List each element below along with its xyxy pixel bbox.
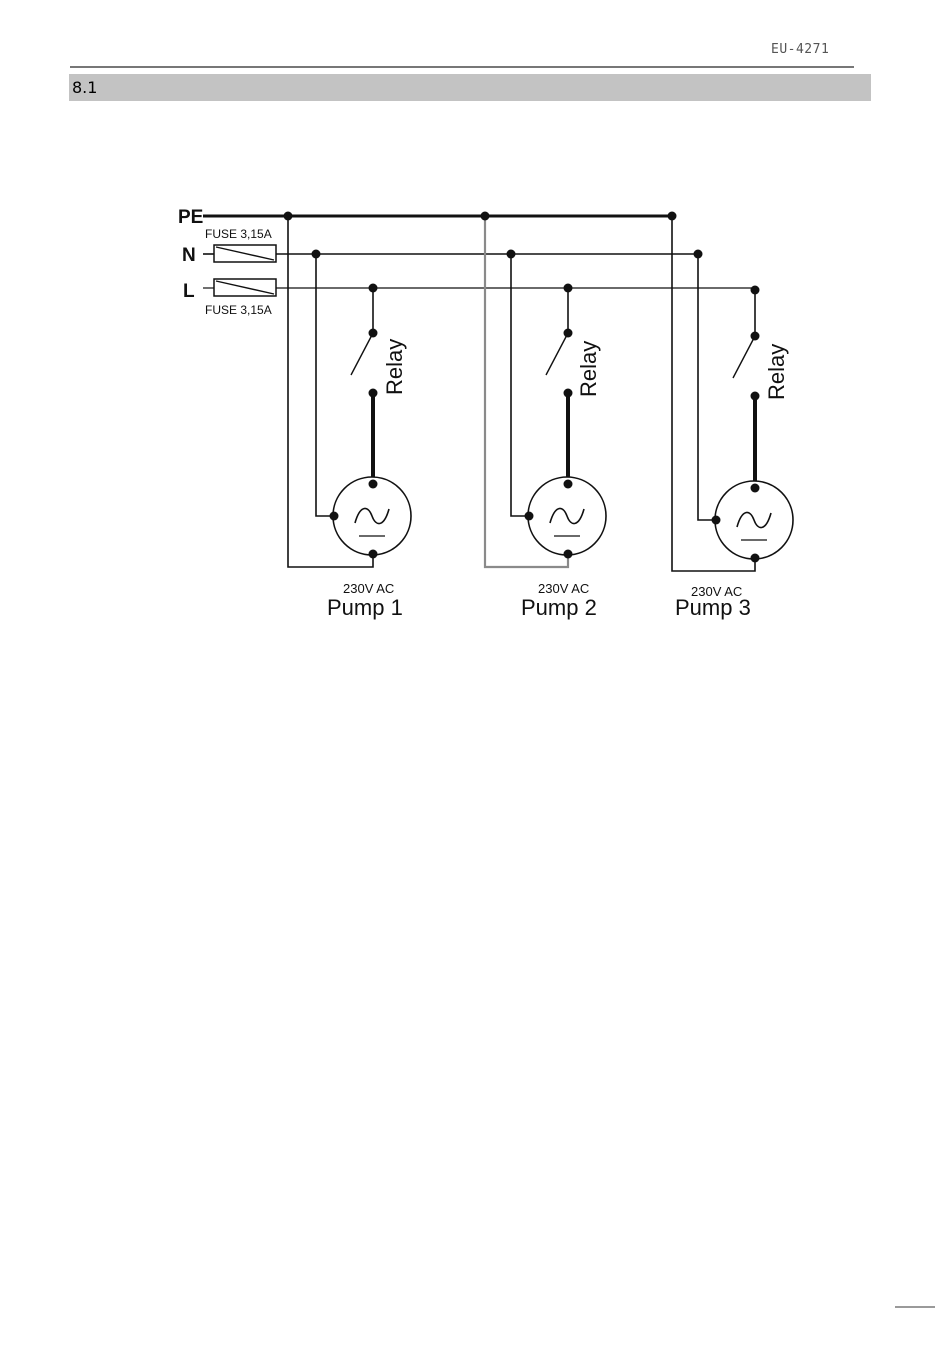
relay-2-label: Relay — [576, 341, 601, 397]
pump-2-motor-symbol — [528, 477, 606, 555]
fuse-top-label: FUSE 3,15A — [205, 227, 272, 241]
pump-1-label: Pump 1 — [327, 595, 403, 620]
l-bus — [203, 279, 757, 296]
relay-1-label: Relay — [382, 339, 407, 395]
pump-2-label: Pump 2 — [521, 595, 597, 620]
pump-1-motor-symbol — [333, 477, 411, 555]
n-bus — [203, 245, 698, 262]
pump-wiring-diagram: PE N L FUSE 3,15A FUSE 3,15A — [160, 190, 820, 630]
pe-bus-label: PE — [178, 207, 203, 228]
pump-3-motor-symbol — [715, 481, 793, 559]
relay-3 — [733, 336, 755, 488]
pump-3-branch: Relay — [668, 212, 794, 572]
n-bus-label: N — [182, 245, 196, 266]
pump-1-branch: Relay — [284, 212, 412, 568]
document-code: EU-4271 — [771, 42, 841, 60]
relay-3-label: Relay — [764, 344, 789, 400]
pump-3-label: Pump 3 — [675, 595, 751, 620]
footer-divider — [895, 1306, 935, 1308]
fuse-n — [214, 245, 276, 262]
section-header-bar: 8.1 — [69, 74, 871, 101]
fuse-l — [214, 279, 276, 296]
section-number: 8.1 — [72, 78, 97, 97]
relay-2 — [546, 333, 568, 484]
relay-1 — [351, 333, 373, 484]
pump-2-branch: Relay — [481, 212, 607, 568]
fuse-bottom-label: FUSE 3,15A — [205, 303, 272, 317]
header-divider — [70, 66, 854, 68]
pump-2-voltage: 230V AC — [538, 581, 589, 596]
l-bus-label: L — [183, 281, 195, 302]
pump-1-voltage: 230V AC — [343, 581, 394, 596]
